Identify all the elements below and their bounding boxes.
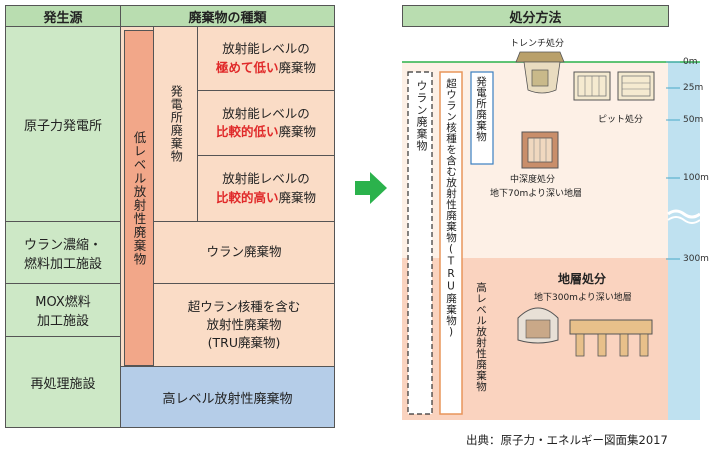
plant-waste-column: 発電所廃棄物: [153, 26, 198, 222]
plant-waste-row-3-line2: 比較的高い廃棄物: [216, 189, 316, 207]
source-uranium-line2: 燃料加工施設: [23, 256, 102, 272]
plant-waste-row-3: 放射能レベルの 比較的高い廃棄物: [197, 155, 335, 222]
low-level-waste-label: 低レベル放射性廃棄物: [131, 130, 147, 266]
tru-waste-line1: 超ウラン核種を含む: [187, 298, 301, 314]
source-mox-line1: MOX燃料: [35, 295, 91, 310]
plant-waste-row-2: 放射能レベルの 比較的低い廃棄物: [197, 90, 335, 156]
trench-disposal-label: トレンチ処分: [510, 39, 565, 49]
header-waste-type: 廃棄物の種類: [120, 5, 335, 27]
intermediate-disposal-sub: 地下70mより深い地層: [490, 189, 583, 199]
tru-waste-line2: 放射性廃棄物: [206, 316, 282, 332]
plant-waste-row-1-suffix: 廃棄物: [278, 59, 317, 75]
high-level-waste-cell: 高レベル放射性廃棄物: [120, 366, 335, 428]
tru-waste-line3: (TRU廃棄物): [207, 335, 281, 351]
source-uranium-enrichment: ウラン濃縮・ 燃料加工施設: [5, 221, 121, 284]
source-nuclear-plant: 原子力発電所: [5, 26, 121, 222]
disposal-cross-section: [402, 51, 701, 420]
source-mox-line2: 加工施設: [36, 314, 89, 329]
right-arrow-icon: [355, 172, 387, 204]
low-level-waste-bar: 低レベル放射性廃棄物: [124, 30, 154, 366]
plant-waste-row-3-line1: 放射能レベルの: [222, 171, 310, 187]
uranium-waste-cell: ウラン廃棄物: [153, 221, 335, 284]
source-mox-fuel: MOX燃料 加工施設: [5, 283, 121, 337]
vertical-label-high-level: 高レベル放射性廃棄物: [475, 282, 487, 392]
plant-waste-row-1: 放射能レベルの 極めて低い廃棄物: [197, 26, 335, 91]
geological-disposal-sub: 地下300mより深い地層: [534, 293, 632, 303]
source-uranium-line1: ウラン濃縮・: [23, 237, 102, 253]
intermediate-disposal-label: 中深度処分: [510, 175, 556, 185]
geological-disposal-label: 地層処分: [558, 272, 607, 286]
plant-waste-row-1-line2: 極めて低い廃棄物: [216, 59, 316, 77]
plant-waste-row-2-emph: 比較的低い: [215, 124, 279, 139]
plant-waste-row-3-suffix: 廃棄物: [278, 189, 317, 205]
source-credit: 出典：原子力・エネルギー図面集2017: [466, 433, 668, 447]
depth-label-50m: 50m: [683, 115, 704, 125]
plant-waste-label: 発電所廃棄物: [169, 85, 184, 163]
depth-label-0m: 0m: [683, 57, 698, 67]
source-reprocessing: 再処理施設: [5, 336, 121, 428]
plant-waste-row-3-emph: 比較的高い: [215, 189, 279, 205]
vertical-label-tru: 超ウラン核種を含む放射性廃棄物(TRU廃棄物): [445, 78, 457, 339]
tru-waste-cell: 超ウラン核種を含む 放射性廃棄物 (TRU廃棄物): [153, 283, 335, 367]
plant-waste-row-1-emph: 極めて低い: [215, 59, 279, 75]
plant-waste-row-2-line2: 比較的低い廃棄物: [216, 123, 316, 141]
depth-label-25m: 25m: [683, 83, 704, 93]
vertical-label-uranium: ウラン廃棄物: [415, 80, 428, 152]
depth-label-100m: 100m: [683, 173, 709, 183]
plant-waste-row-1-line1: 放射能レベルの: [222, 41, 310, 57]
plant-waste-row-2-line1: 放射能レベルの: [222, 105, 310, 121]
vertical-label-plant: 発電所廃棄物: [475, 76, 487, 142]
pit-disposal-label: ピット処分: [598, 115, 644, 125]
depth-label-300m: 300m: [683, 254, 709, 264]
plant-waste-row-2-suffix: 廃棄物: [278, 124, 317, 139]
header-disposal-method: 処分方法: [402, 5, 669, 27]
header-source: 発生源: [5, 5, 121, 27]
